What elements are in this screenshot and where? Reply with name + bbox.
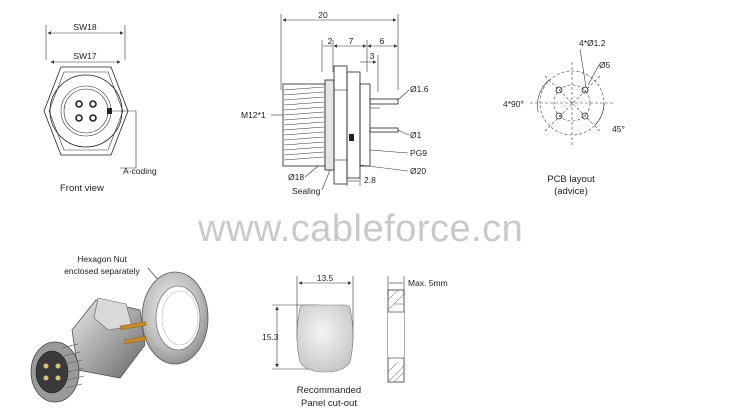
sealing-ring (324, 79, 335, 171)
pcb-caption-2: (advice) (554, 186, 588, 197)
watermark: www.cableforce.cn (197, 208, 523, 250)
small-dia-leader (397, 129, 410, 136)
pcb-holes-label: 4*Ø1.2 (579, 38, 606, 48)
pin-1 (75, 100, 83, 108)
hex-inner-outline (48, 71, 124, 151)
body-dia-label: Ø18 (288, 172, 304, 182)
flange-dia-label: Ø20 (410, 166, 426, 176)
pcb-circle-label: Ø5 (599, 60, 611, 70)
coding-leader (112, 110, 137, 169)
pcb-hole-3 (555, 112, 563, 120)
pin-dia-leader (397, 89, 410, 101)
nut-note-line2: enclosed separately (64, 266, 140, 276)
sw17-label: SW17 (73, 51, 96, 61)
dim3-label: 3 (370, 51, 375, 61)
hex-flange-side (333, 65, 348, 185)
dim2-label: 2 (328, 36, 333, 46)
thread-lines (283, 86, 325, 161)
pcb-hole-4 (581, 112, 589, 120)
flange-dia-leader (359, 164, 409, 172)
hex-flange-outline (43, 66, 129, 156)
cutout-caption-2: Panel cut-out (301, 398, 357, 409)
small-dia-label: Ø1 (410, 130, 422, 140)
panel-max-label: Max. 5mm (408, 278, 448, 288)
dim7-label: 7 (349, 36, 354, 46)
side-view: 20 2 7 6 3 (241, 10, 429, 196)
a-coding-label: A-coding (123, 166, 157, 176)
dim28-label: 2.8 (364, 175, 376, 185)
pcb-hole-1 (555, 86, 563, 94)
cut-width-label: 13.5 (317, 273, 334, 283)
pcb-hole-2 (581, 86, 589, 94)
cutout-caption-1: Recommanded (297, 385, 361, 396)
pcb-offset-arc (594, 102, 605, 126)
pcb-pin-upper (369, 98, 399, 105)
coding-key (107, 108, 112, 114)
cut-height-label: 15.3 (262, 332, 279, 342)
front-view: SW18 SW17 A-coding Front view (43, 22, 157, 194)
dim6-label: 6 (380, 36, 385, 46)
gland-leader (369, 149, 409, 154)
panel-opening (388, 312, 404, 358)
pcb-holes-leader (579, 48, 587, 88)
thread-circle-inner (63, 88, 109, 134)
pcb-angle-arc (537, 79, 550, 113)
pcb-diag-2 (544, 75, 601, 132)
thread-label: M12*1 (241, 110, 266, 120)
gland-label: PG9 (410, 148, 427, 158)
panel-hatch (387, 289, 405, 383)
thread-circle-outer (60, 85, 112, 137)
pcb-circle-leader (587, 64, 600, 86)
panel-section: Max. 5mm (387, 276, 448, 383)
pcb-layout: 4*Ø1.2 Ø5 4*90° 45° PCB layout (advice) (503, 38, 625, 197)
sealing-label: Sealing (292, 186, 321, 196)
rear-shoulder (359, 83, 371, 167)
pin-3 (75, 114, 83, 122)
sealing-leader (321, 169, 331, 191)
dim20-label: 20 (318, 10, 328, 20)
key-mark (349, 134, 354, 141)
cutout-shape (296, 304, 354, 373)
pcb-pin-lower (369, 127, 399, 133)
sw18-label: SW18 (73, 22, 96, 32)
pcb-caption-1: PCB layout (547, 174, 595, 185)
rear-nut (346, 71, 361, 179)
pcb-diag-1 (544, 75, 601, 132)
hex-nut-image (141, 271, 209, 365)
pcb-angle-label: 4*90° (503, 99, 524, 109)
connector-image (30, 297, 147, 403)
pcb-offset-label: 45° (612, 124, 625, 134)
body-dia-leader (304, 165, 319, 178)
pin-4 (89, 114, 97, 122)
front-view-caption: Front view (60, 183, 104, 194)
product-photo: Hexagon Nut enclosed separately (30, 254, 209, 403)
panel-cutout: 13.5 15.3 Recommanded Panel cut-out (262, 273, 361, 409)
pin-2 (89, 100, 97, 108)
pin-dia-label: Ø1.6 (410, 84, 429, 94)
nut-note-line1: Hexagon Nut (77, 254, 127, 264)
